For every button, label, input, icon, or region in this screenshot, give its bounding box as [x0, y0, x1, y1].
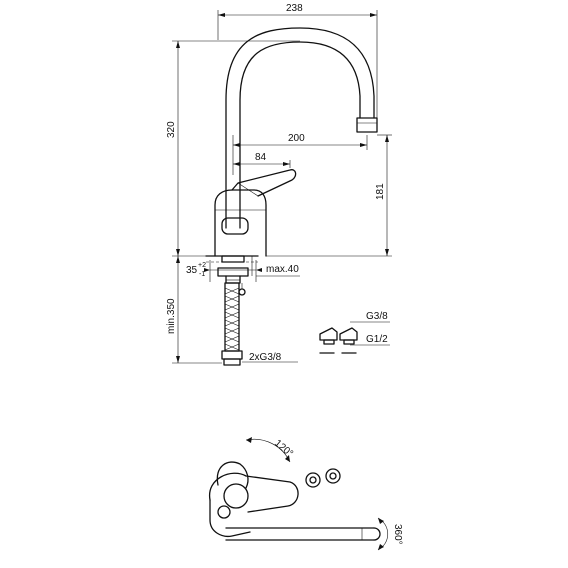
lever-rotation-label: 120°: [272, 438, 295, 460]
dimension-lever-reach: 84: [233, 152, 291, 168]
dimension-spout-reach: 200: [232, 133, 368, 175]
hole-tolerance-upper: +2: [198, 262, 206, 269]
dimension-hole: 35 +2 -1: [186, 260, 262, 282]
spout: [225, 27, 378, 229]
hole-diameter-label: 35: [186, 265, 198, 276]
overall-height-label: 320: [166, 121, 177, 138]
spout-rotation-label: 360°: [392, 524, 403, 545]
dimension-hose-length: min.350: [166, 256, 222, 364]
mounting-assembly: [205, 255, 259, 296]
hose-length-label: min.350: [166, 298, 177, 334]
faucet-body: [214, 169, 297, 257]
hose-connection-callout: 2xG3/8: [242, 352, 298, 363]
connector-circles: [305, 468, 341, 488]
faucet-top-view: 120° 360°: [209, 437, 403, 551]
spout-height-label: 181: [375, 183, 386, 200]
hole-tolerance-lower: -1: [199, 271, 205, 278]
dimension-spout-height: 181: [266, 134, 392, 257]
dimension-overall-width: 238: [217, 3, 378, 120]
hose-connection-label: 2xG3/8: [249, 352, 282, 363]
faucet-elevation: 238 320: [166, 3, 392, 366]
adapter-g12-label: G1/2: [366, 334, 388, 345]
dimension-deck: max.40: [251, 256, 300, 277]
overall-width-label: 238: [286, 3, 303, 14]
adapter-g38-label: G3/8: [366, 311, 388, 322]
adapters: G3/8 G1/2: [319, 311, 390, 354]
dimension-overall-height: 320: [166, 40, 300, 257]
lever-reach-label: 84: [255, 152, 267, 163]
spout-reach-label: 200: [288, 133, 305, 144]
supply-hoses: [221, 282, 243, 366]
deck-thickness-label: max.40: [266, 264, 299, 275]
